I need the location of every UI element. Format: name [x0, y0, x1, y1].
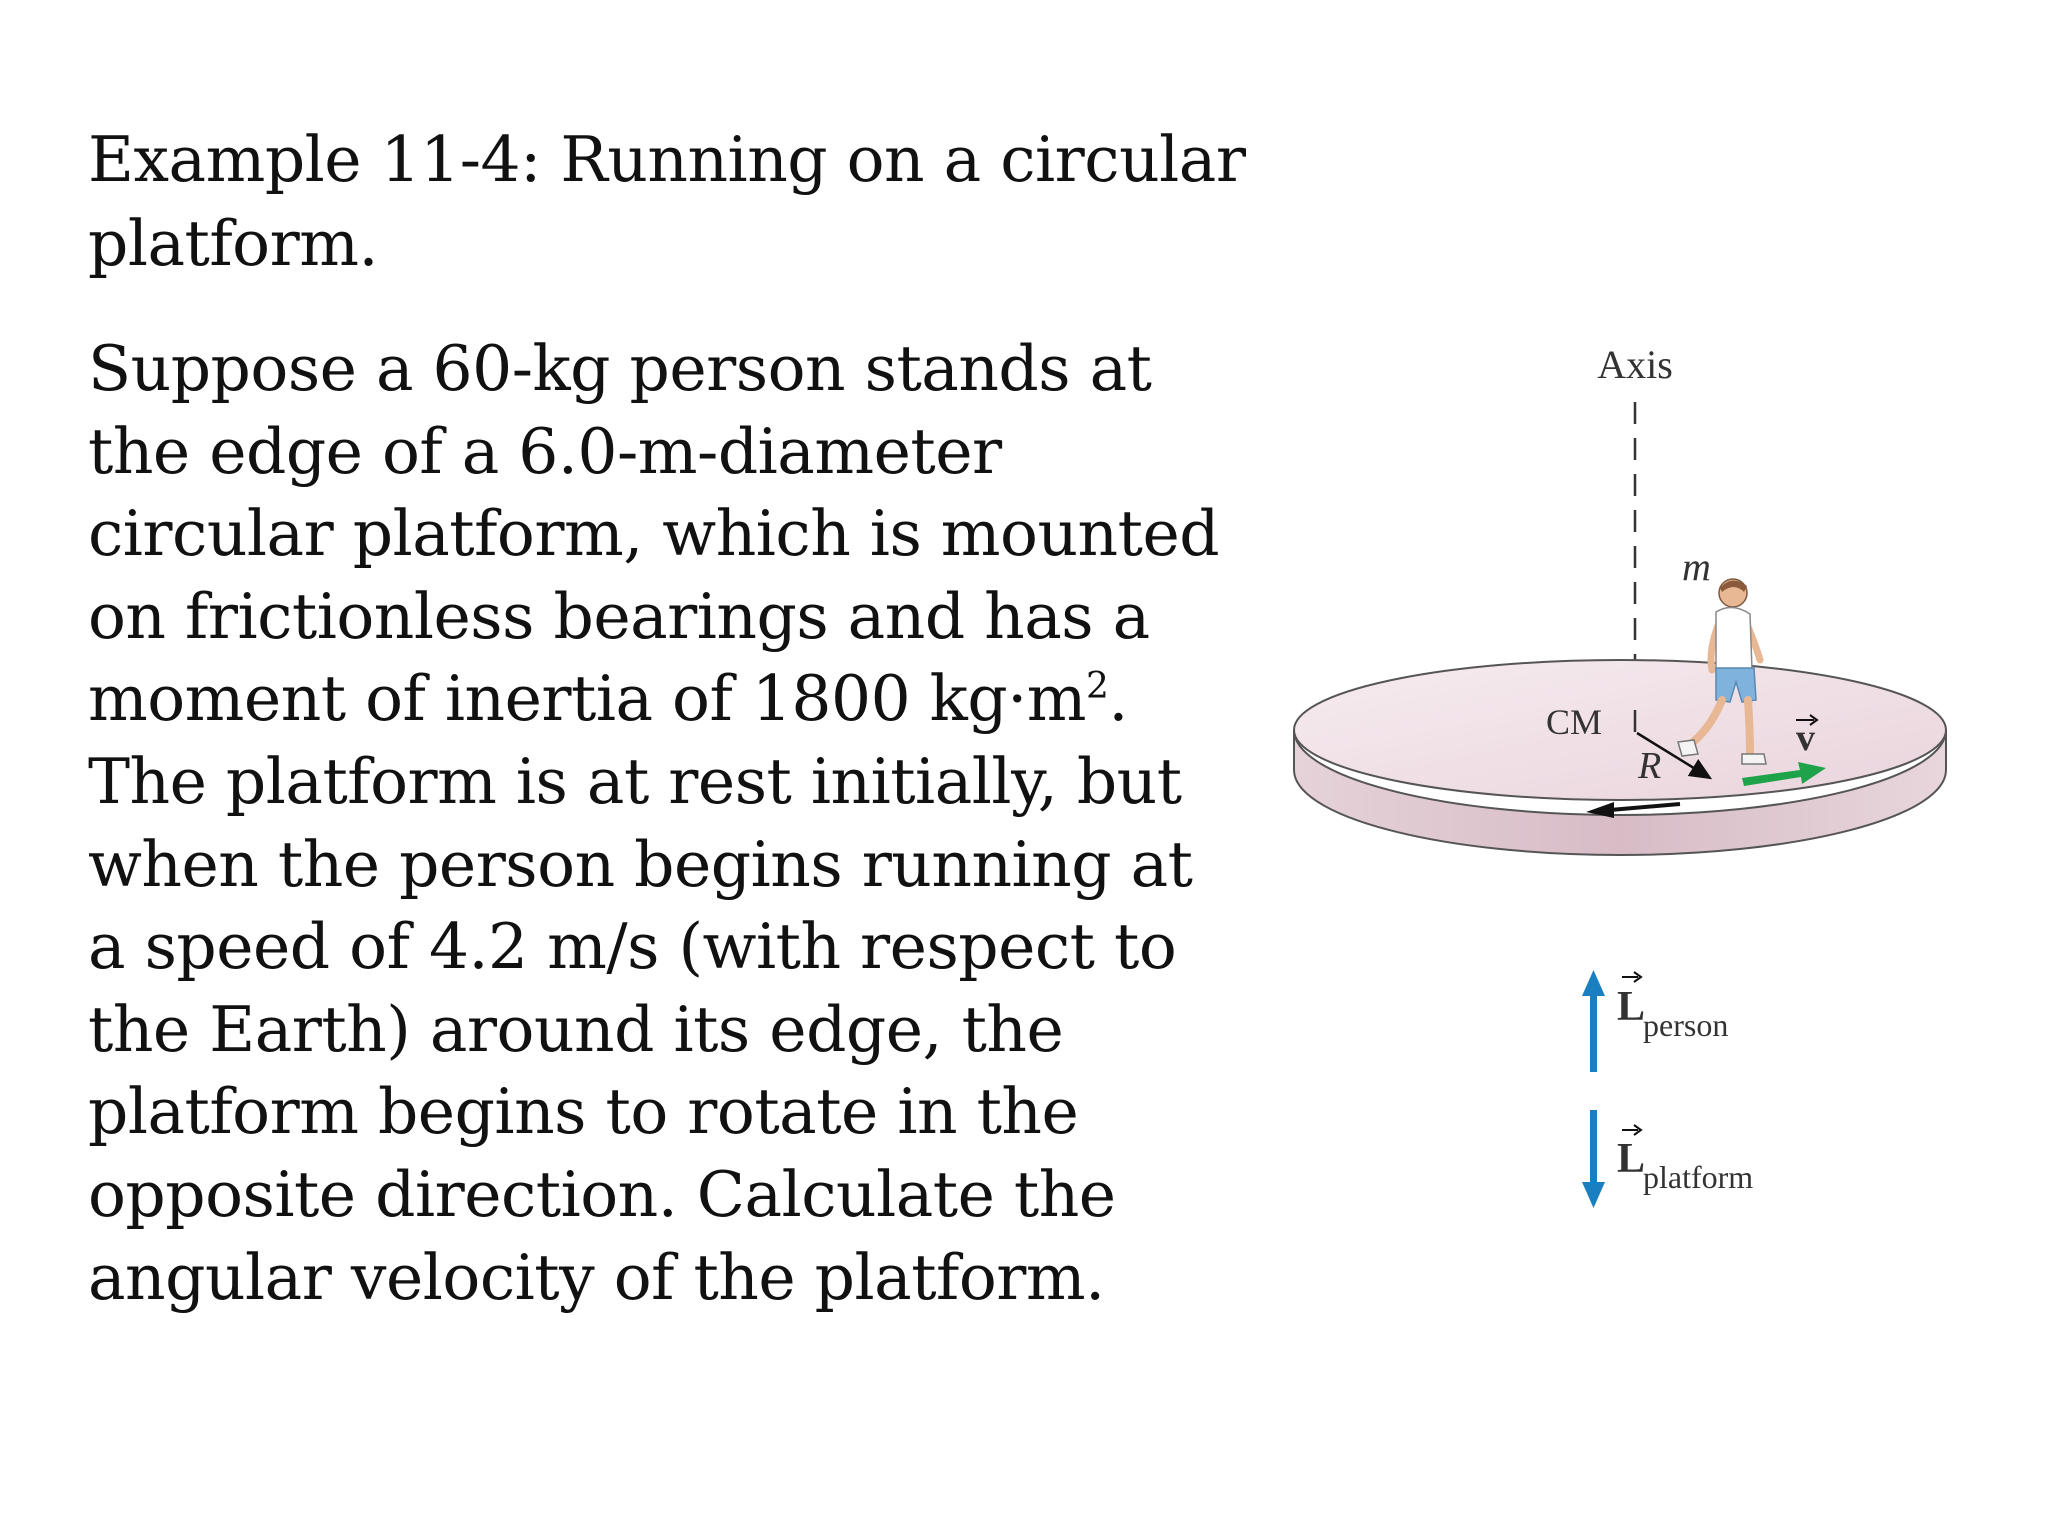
platform-rotation-arrow [1586, 802, 1681, 818]
velocity-label: v [1796, 717, 1815, 759]
velocity-arrow [1742, 762, 1826, 786]
mass-label: m [1682, 544, 1711, 589]
l-platform-symbol: L [1617, 1136, 1645, 1182]
radius-line [1636, 731, 1713, 780]
l-platform-arrow [1582, 1110, 1605, 1208]
l-person-label: L person [1617, 971, 1728, 1043]
l-person-subscript: person [1643, 1007, 1728, 1043]
cm-label: CM [1546, 702, 1602, 742]
platform-figure: Axis CM R [1280, 330, 1980, 1210]
person-figure [1677, 578, 1767, 765]
slide-title: Example 11-4: Running on a circular plat… [88, 123, 1246, 280]
platform-top [1293, 659, 1947, 801]
l-platform-subscript: platform [1643, 1159, 1753, 1195]
l-person-arrow [1582, 970, 1605, 1072]
axis-label: Axis [1597, 342, 1673, 387]
problem-text: Suppose a 60-kg person stands at the edg… [88, 332, 1220, 736]
l-person-symbol: L [1617, 984, 1645, 1030]
problem-statement: Suppose a 60-kg person stands at the edg… [88, 328, 1238, 1319]
l-platform-label: L platform [1617, 1124, 1753, 1195]
radius-label: R [1637, 745, 1661, 787]
velocity-label-group: v [1796, 714, 1819, 759]
exponent-superscript: 2 [1085, 666, 1109, 708]
platform-side [1293, 729, 1947, 856]
problem-text-continued: . The platform is at rest initially, but… [88, 662, 1193, 1314]
platform-diagram: Axis CM R [1293, 342, 1947, 1208]
